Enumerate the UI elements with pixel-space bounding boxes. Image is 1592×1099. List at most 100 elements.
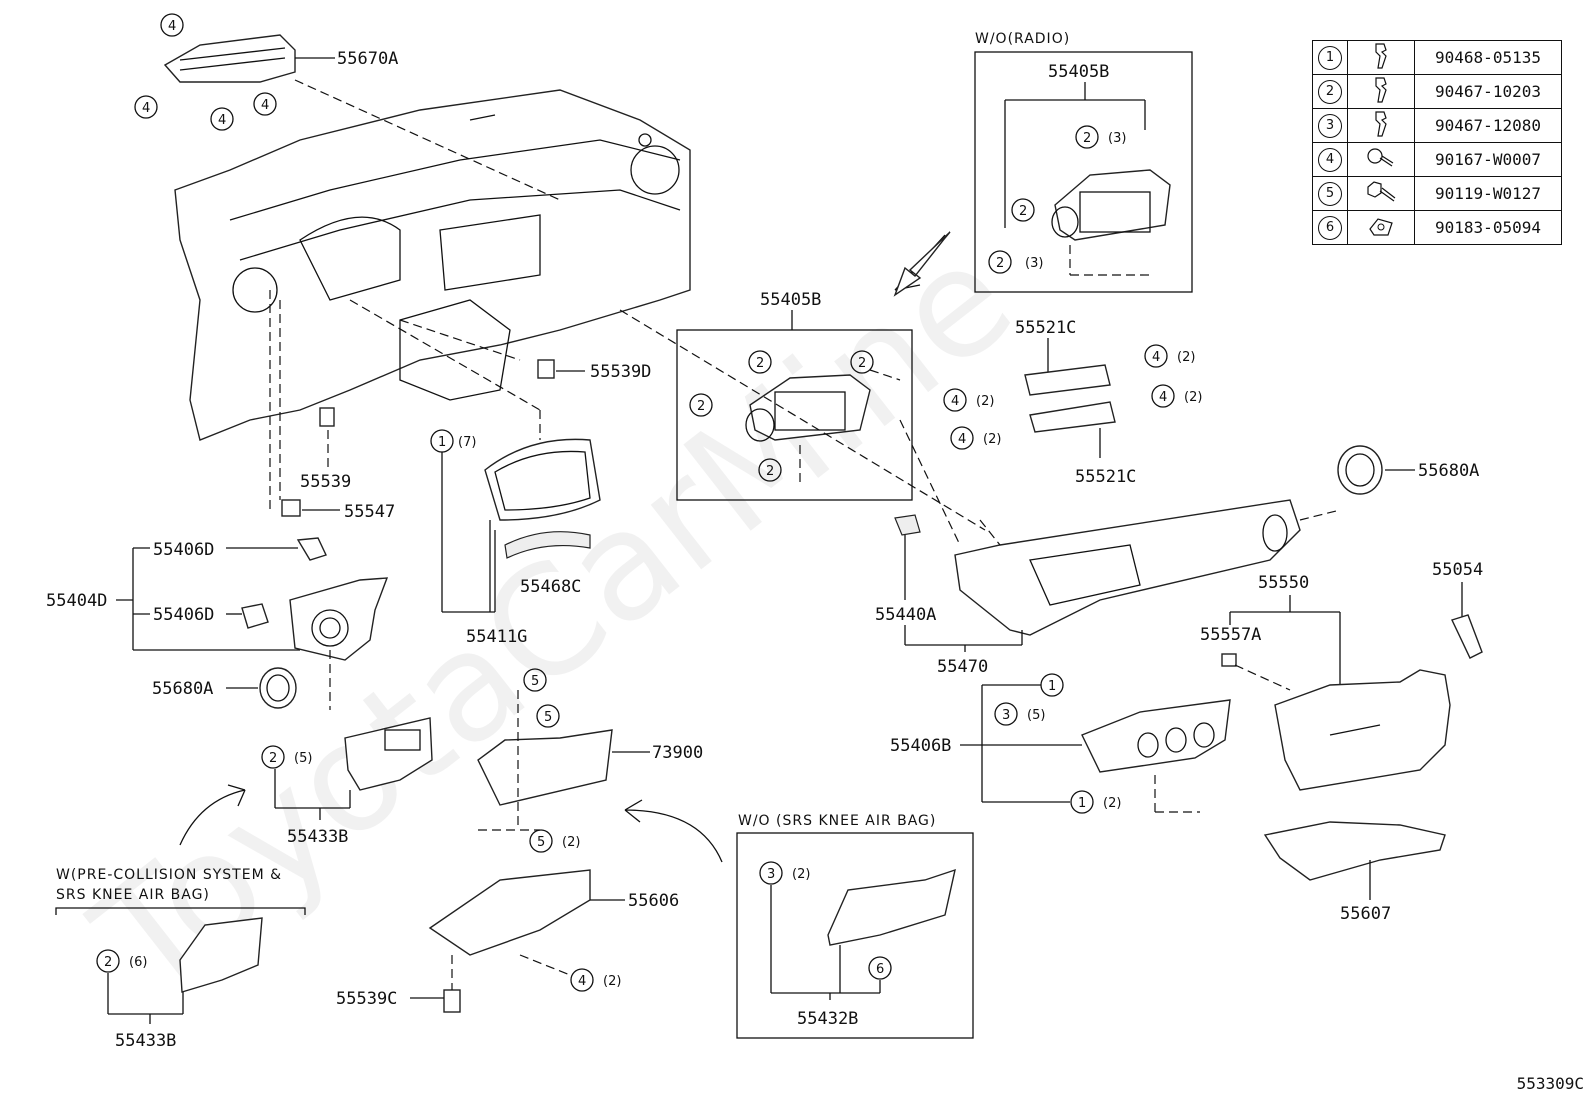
label-55670A: 55670A <box>337 49 398 69</box>
label-55433B-mid: 55433B <box>287 827 348 847</box>
callout-2: 2 <box>756 356 764 371</box>
label-55054: 55054 <box>1432 560 1483 580</box>
legend-part-number: 90468-05135 <box>1414 40 1562 75</box>
label-55521C-bottom: 55521C <box>1075 467 1136 487</box>
callout-2: 2 <box>1019 204 1027 219</box>
box-without-radio <box>974 51 1193 293</box>
label-55607: 55607 <box>1340 904 1391 924</box>
panel-55406B-illustration <box>1081 699 1231 773</box>
qty-3-b: (3) <box>1025 256 1043 271</box>
qty-2: (2) <box>976 394 994 409</box>
vent-55521C-top-illustration <box>1024 364 1111 396</box>
legend-part-number: 90467-10203 <box>1414 74 1562 109</box>
callout-4: 4 <box>578 974 586 989</box>
label-55539: 55539 <box>300 472 351 492</box>
callout-5: 5 <box>531 674 539 689</box>
label-55547: 55547 <box>344 502 395 522</box>
vent-55521C-bottom-illustration <box>1029 401 1116 433</box>
screw-icon <box>1347 142 1415 177</box>
label-55406D-top: 55406D <box>153 540 214 560</box>
clip-55539D-illustration <box>537 359 555 379</box>
label-55470: 55470 <box>937 657 988 677</box>
legend-ref: 5 <box>1318 181 1342 206</box>
clip-55440A-illustration <box>894 514 921 536</box>
callout-2: 2 <box>858 356 866 371</box>
callout-2: 2 <box>269 751 277 766</box>
callout-3: 3 <box>1002 708 1010 723</box>
clip-icon <box>1347 74 1415 109</box>
box-55405B <box>676 329 913 501</box>
cluster-hood-55411G-illustration <box>484 438 601 521</box>
qty-2: (2) <box>1177 350 1195 365</box>
legend-ref: 6 <box>1318 215 1342 240</box>
label-55411G: 55411G <box>466 627 527 647</box>
label-55680A-right: 55680A <box>1418 461 1479 481</box>
label-55405B-main: 55405B <box>760 290 821 310</box>
qty-7: (7) <box>458 435 476 450</box>
callout-4: 4 <box>1159 390 1167 405</box>
label-55433B-bottom: 55433B <box>115 1031 176 1051</box>
legend-row: 4 90167-W0007 <box>1312 142 1562 177</box>
callout-2: 2 <box>1083 131 1091 146</box>
panel-55470-illustration <box>954 499 1301 636</box>
qty-3: (3) <box>1108 131 1126 146</box>
label-55606: 55606 <box>628 891 679 911</box>
label-55406B: 55406B <box>890 736 951 756</box>
legend-part-number: 90167-W0007 <box>1414 142 1562 177</box>
legend-ref: 4 <box>1318 147 1342 172</box>
arrow-icon <box>179 784 246 846</box>
callout-1: 1 <box>438 435 446 450</box>
bezel-55405B-top-illustration <box>1054 169 1171 241</box>
legend-part-number: 90183-05094 <box>1414 210 1562 245</box>
damper-55054-illustration <box>1451 614 1483 659</box>
callout-4: 4 <box>218 113 226 128</box>
label-55405B-top: 55405B <box>1048 62 1109 82</box>
callout-2: 2 <box>766 464 774 479</box>
legend-row: 6 90183-05094 <box>1312 210 1562 245</box>
callout-6: 6 <box>876 962 884 977</box>
caption-without-knee-airbag: W/O (SRS KNEE AIR BAG) <box>738 813 936 829</box>
caption-with-precollision-line1: W(PRE-COLLISION SYSTEM & <box>56 867 282 883</box>
qty-2: (2) <box>562 835 580 850</box>
figure-number: 553309C <box>1516 1074 1584 1093</box>
callout-1: 1 <box>1048 679 1056 694</box>
cover-55607-illustration <box>1263 821 1446 881</box>
instrument-panel-illustration <box>174 89 691 441</box>
label-55680A-left: 55680A <box>152 679 213 699</box>
clip-icon <box>1347 40 1415 75</box>
knee-panel-73900-illustration <box>477 729 613 806</box>
label-55468C: 55468C <box>520 577 581 597</box>
bolt-icon <box>1347 176 1415 211</box>
qty-2: (2) <box>1103 796 1121 811</box>
panel-55433B-bottom-illustration <box>179 917 263 993</box>
qty-2: (2) <box>1184 390 1202 405</box>
glovebox-55550-illustration <box>1274 669 1451 791</box>
clip-55539-illustration <box>319 407 335 427</box>
box-without-knee-airbag <box>736 832 974 1039</box>
bracket-55606-illustration <box>428 869 591 956</box>
panel-55432B-illustration <box>827 868 956 946</box>
vent-55680A-right-illustration <box>1337 445 1383 495</box>
arrow-icon <box>624 799 723 863</box>
label-55440A: 55440A <box>875 605 936 625</box>
label-55539D: 55539D <box>590 362 651 382</box>
callout-5: 5 <box>537 835 545 850</box>
legend-row: 1 90468-05135 <box>1312 40 1562 75</box>
legend-ref: 3 <box>1318 113 1342 138</box>
callout-4: 4 <box>1152 350 1160 365</box>
label-55404D: 55404D <box>46 591 107 611</box>
label-55406D-bottom: 55406D <box>153 605 214 625</box>
caption-without-radio: W/O(RADIO) <box>975 31 1070 47</box>
label-55521C-top: 55521C <box>1015 318 1076 338</box>
callout-4: 4 <box>261 98 269 113</box>
cap-55406D-illustration <box>296 537 327 561</box>
clip-icon <box>1347 108 1415 143</box>
qty-5: (5) <box>1027 708 1045 723</box>
legend-ref: 1 <box>1318 45 1342 70</box>
nut-clip-icon <box>1347 210 1415 245</box>
callout-5: 5 <box>544 710 552 725</box>
